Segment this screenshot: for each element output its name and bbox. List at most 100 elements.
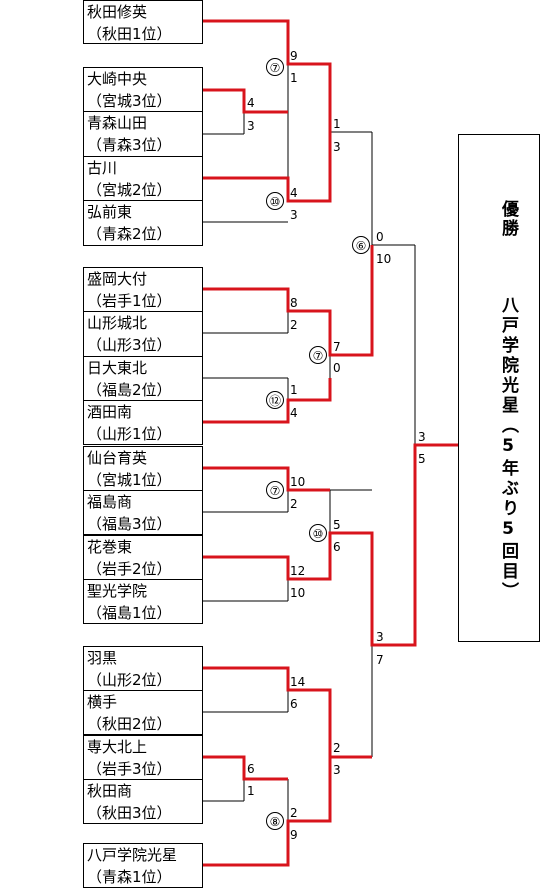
team-seed: （岩手2位） [87,560,172,578]
score: 4 [290,186,298,200]
team-seed: （秋田2位） [87,715,172,733]
team-name: 花巻東 [87,538,133,556]
score: 5 [333,518,341,532]
score: 3 [333,763,341,777]
team-seed: （青森2位） [87,225,172,243]
team-name: 聖光学院 [87,582,148,600]
score: 6 [247,762,255,776]
team-box: 盛岡大付 （岩手1位） [83,267,203,312]
score: 1 [333,117,341,131]
team-box: 古川 （宮城2位） [83,156,203,201]
team-seed: （宮城1位） [87,471,172,489]
team-name: 大崎中央 [87,70,148,88]
score: 5 [418,452,426,466]
team-seed: （福島3位） [87,515,172,533]
team-box: 八戸学院光星 （青森1位） [83,843,203,888]
winner-path [203,757,332,867]
score: 9 [290,49,298,63]
team-box: 専大北上 （岩手3位） [83,735,203,780]
score: 14 [290,675,306,689]
score: 7 [333,340,341,354]
team-seed: （青森3位） [87,136,172,154]
team-name: 山形城北 [87,314,148,332]
team-seed: （福島1位） [87,604,172,622]
score: 10 [290,586,306,600]
team-seed: （山形2位） [87,671,172,689]
team-name: 専大北上 [87,738,148,756]
team-box: 山形城北 （山形3位） [83,311,203,357]
team-box: 聖光学院 （福島1位） [83,579,203,624]
team-box: 花巻東 （岩手2位） [83,535,203,580]
team-seed: （宮城3位） [87,92,172,110]
score: 8 [290,296,298,310]
team-box: 秋田商 （秋田3位） [83,779,203,824]
champion-name: 八戸学院光星（5年ぶり5回目） [498,296,518,602]
round-marker: ⑩ [266,192,284,210]
team-name: 秋田修英 [87,3,148,21]
team-box: 酒田南 （山形1位） [83,400,203,445]
team-name: 日大東北 [87,359,148,377]
winner-path [203,755,288,781]
score: 6 [333,540,341,554]
winner-path [203,443,458,647]
score: 1 [290,71,298,85]
champion-box: 優勝 八戸学院光星（5年ぶり5回目） [458,134,540,642]
team-seed: （福島2位） [87,381,172,399]
round-marker: ⑩ [309,524,327,542]
team-seed: （岩手3位） [87,760,172,778]
winner-path [203,666,372,759]
team-box: 大崎中央 （宮城3位） [83,67,203,112]
score: 9 [290,828,298,842]
team-seed: （宮城2位） [87,181,172,199]
score: 2 [290,318,298,332]
team-name: 福島商 [87,493,133,511]
team-name: 古川 [87,159,118,177]
score: 0 [376,230,384,244]
score: 4 [290,406,298,420]
score: 1 [247,784,255,798]
score: 3 [247,119,255,133]
score: 12 [290,564,306,578]
score: 1 [290,383,298,397]
score: 2 [290,497,298,511]
score: 10 [376,252,392,266]
team-seed: （岩手1位） [87,292,172,310]
team-box: 弘前東 （青森2位） [83,200,203,246]
score: 3 [418,430,426,444]
team-name: 横手 [87,693,118,711]
score: 6 [290,697,298,711]
winner-path [203,19,332,132]
team-box: 福島商 （福島3位） [83,490,203,535]
team-box: 秋田修英 （秋田1位） [83,0,203,44]
round-marker: ⑦ [266,58,284,76]
score: 3 [376,630,384,644]
round-marker: ⑦ [309,346,327,364]
team-name: 仙台育英 [87,449,148,467]
team-name: 弘前東 [87,203,133,221]
team-seed: （山形3位） [87,336,172,354]
team-box: 青森山田 （青森3位） [83,111,203,157]
team-box: 日大東北 （福島2位） [83,356,203,401]
champion-title: 優勝 [498,200,518,238]
team-name: 酒田南 [87,403,133,421]
team-box: 羽黒 （山形2位） [83,646,203,691]
score: 10 [290,475,306,489]
score: 0 [333,361,341,375]
round-marker: ⑥ [352,236,370,254]
team-seed: （秋田3位） [87,804,172,822]
team-name: 羽黒 [87,649,118,667]
team-name: 盛岡大付 [87,270,148,288]
score: 7 [376,653,384,667]
score: 3 [290,208,298,222]
winner-path [203,245,374,357]
team-box: 仙台育英 （宮城1位） [83,446,203,491]
team-name: 八戸学院光星 [87,846,178,864]
round-marker: ⑫ [266,391,284,409]
round-marker: ⑦ [266,481,284,499]
score: 2 [290,806,298,820]
round-marker: ⑧ [266,812,284,830]
team-name: 秋田商 [87,782,133,800]
winner-path [203,466,330,492]
team-box: 横手 （秋田2位） [83,690,203,735]
team-name: 青森山田 [87,114,148,132]
